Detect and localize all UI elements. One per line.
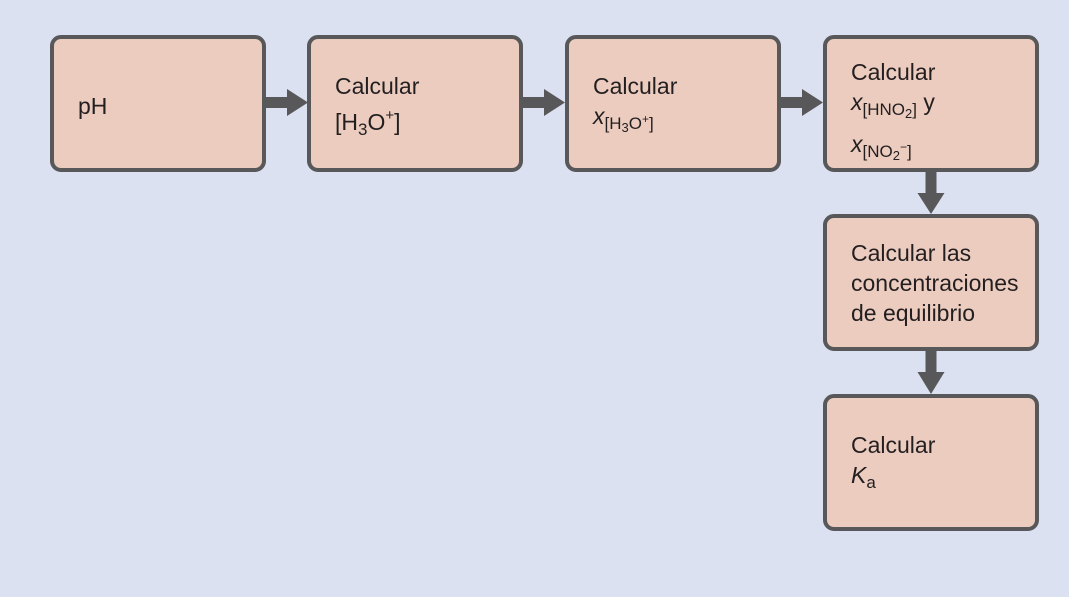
sub-close: ] [912,100,917,119]
charge-plus: + [385,107,395,124]
sub-3: 3 [621,120,629,135]
sub-hno: [HNO [862,100,906,119]
h3o-formula: [H3O+] [335,101,519,145]
element-h: H [341,109,359,135]
variable-x: x [851,89,863,115]
step-calc-x-hno2-no2: Calcular x[HNO2] y x[NO2−] [823,35,1039,172]
conjunction-y: y [916,89,935,115]
sub-2: 2 [905,106,913,121]
x-subscript: [H3O+] [604,112,654,135]
arrow-x-hno2-to-equilibrium [917,172,945,214]
arrow-x-h3o-to-x-hno2 [780,89,823,116]
element-o: O [367,109,386,135]
step-title: Calcular [335,73,420,99]
step-equilibrium-concentrations: Calcular las concentraciones de equilibr… [823,214,1039,351]
sub-charge-minus: − [899,140,907,154]
step-ph-label: pH [78,93,108,119]
subscript-3: 3 [358,120,368,139]
equilibrium-line-3: de equilibrio [851,300,976,326]
bracket-open: [ [335,109,342,135]
variable-x: x [593,103,605,129]
step-calc-ka: Calcular Ka [823,394,1039,531]
arrow-ph-to-h3o [265,89,308,116]
sub-close: ] [906,142,912,161]
step-calc-x-h3o: Calcular x[H3O+] [565,35,781,172]
x-no2-expression: x[NO2−] [851,129,1035,171]
sub-o: O [628,114,642,133]
step-calc-h3o: Calcular [H3O+] [307,35,523,172]
equilibrium-line-2: concentraciones [851,270,1019,296]
sub-charge: + [641,112,649,126]
arrow-equilibrium-to-ka [917,351,945,394]
sub-open: [H [604,114,622,133]
variable-k: K [851,462,867,488]
sub-close: ] [648,114,654,133]
variable-x: x [851,131,863,157]
equilibrium-line-1: Calcular las [851,240,972,266]
sub-no: [NO [862,142,893,161]
sub-2: 2 [892,148,900,163]
step-ph: pH [50,35,266,172]
x-subscript-hno2: [HNO2] [862,100,917,121]
step-title: Calcular [851,432,936,458]
subscript-a: a [866,473,876,492]
ka-expression: Ka [851,460,1035,498]
arrow-h3o-to-x-h3o [522,89,565,116]
x-h3o-expression: x[H3O+] [593,101,777,143]
x-hno2-expression: x[HNO2] y [851,87,1035,129]
step-title: Calcular [593,73,678,99]
bracket-close: ] [394,109,401,135]
x-subscript-no2: [NO2−] [862,140,912,163]
step-title: Calcular [851,59,936,85]
